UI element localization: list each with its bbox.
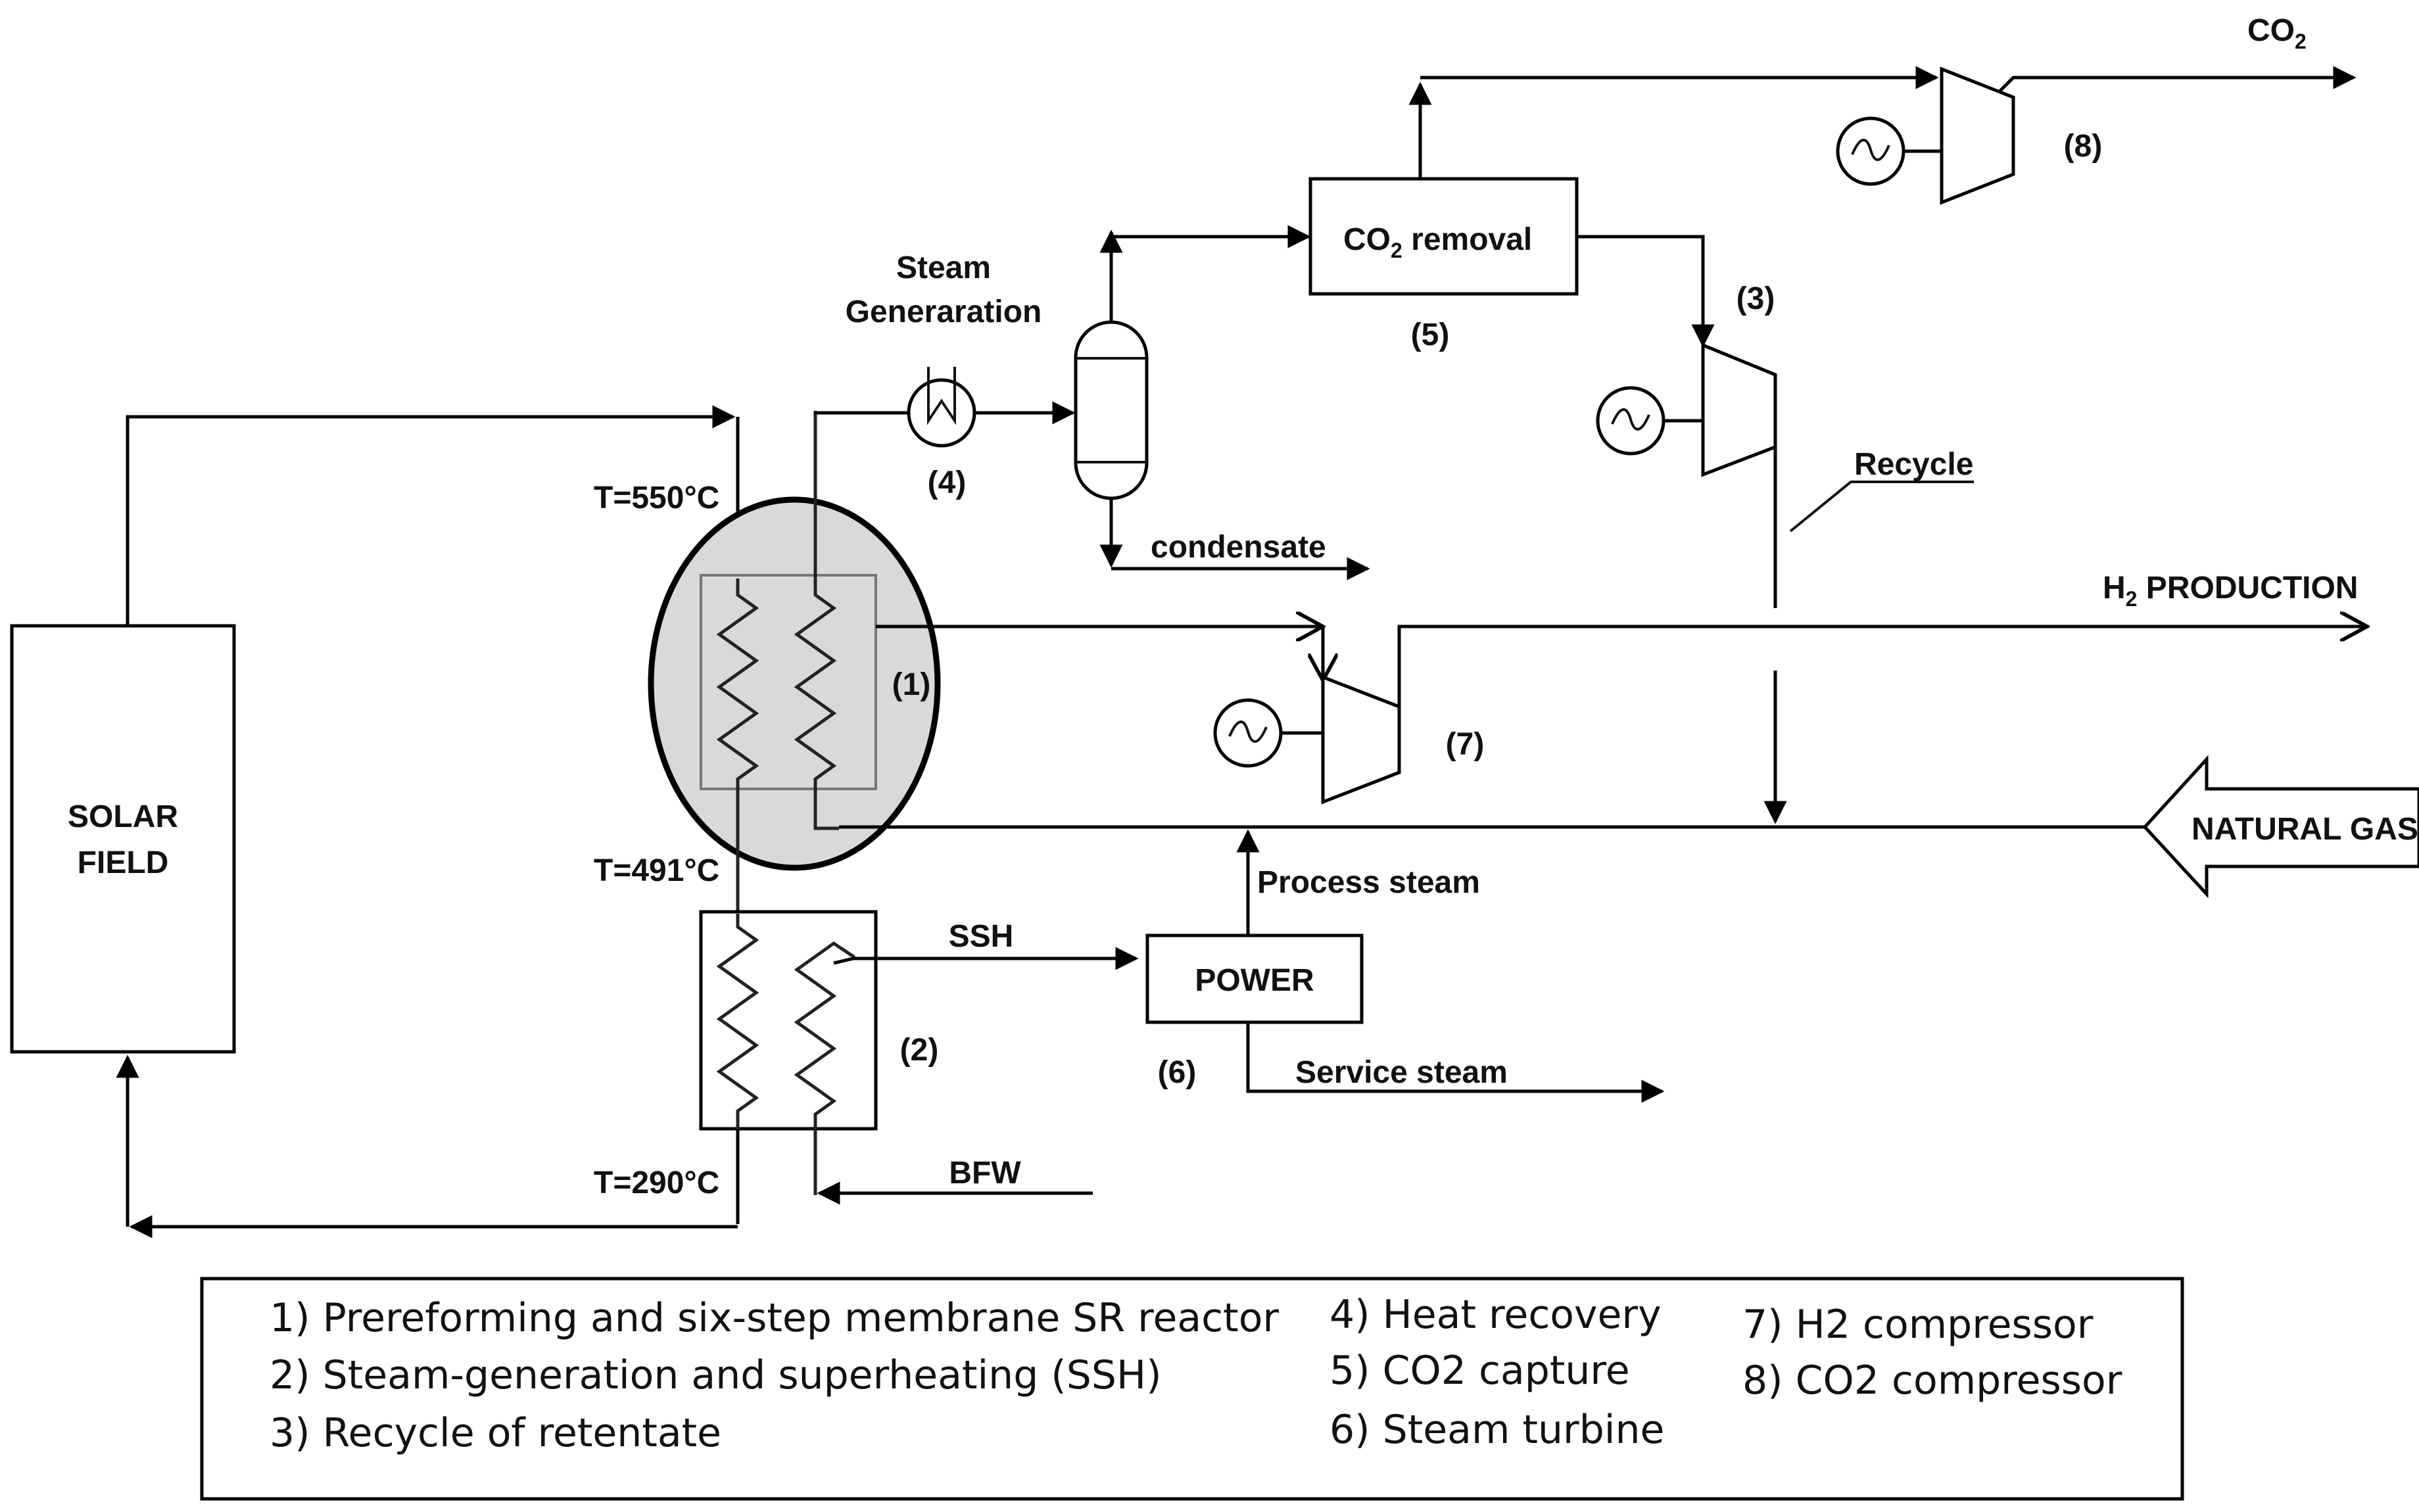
power-label: POWER	[1195, 963, 1314, 998]
reactor-process-coil	[794, 411, 839, 830]
unit-7-label: (7)	[1446, 727, 1485, 762]
temperature-491-label: T=491°C	[594, 853, 719, 888]
bfw-label: BFW	[949, 1156, 1021, 1191]
legend-item-4: 4) Heat recovery	[1329, 1292, 1662, 1338]
service-steam-label: Service steam	[1295, 1055, 1508, 1090]
solar-field-label-1: SOLAR	[68, 799, 178, 834]
legend-item-1: 1) Prereforming and six-step membrane SR…	[270, 1295, 1279, 1341]
temperature-550-label: T=550°C	[594, 481, 719, 515]
solar-field-label-2: FIELD	[78, 845, 169, 880]
legend-item-5: 5) CO2 capture	[1329, 1348, 1630, 1394]
power-unit: POWER	[1145, 933, 1364, 1024]
legend-item-6: 6) Steam turbine	[1329, 1407, 1664, 1453]
legend-item-3: 3) Recycle of retentate	[270, 1410, 721, 1456]
unit-5-label: (5)	[1411, 318, 1450, 352]
membrane-reactor: (1)	[648, 411, 941, 1129]
unit-2-label: (2)	[900, 1033, 939, 1068]
h2-production-label: H2 PRODUCTION	[2103, 571, 2358, 611]
hot-fluid-line	[126, 405, 736, 626]
reactor-hot-coil	[716, 579, 759, 1129]
co2-removal-label: CO2 removal	[1343, 222, 1532, 262]
legend-item-7: 7) H2 compressor	[1742, 1302, 2094, 1348]
unit-1-label: (1)	[892, 667, 931, 702]
ssh-line	[833, 947, 1139, 970]
process-steam-label: Process steam	[1257, 865, 1480, 900]
ssh-label: SSH	[949, 919, 1014, 954]
heat-recovery-exchanger	[907, 367, 976, 448]
co2-product-line	[1998, 66, 2357, 93]
flash-separator	[1074, 320, 1149, 500]
h2-compressor	[1213, 674, 1401, 805]
unit-4-label: (4)	[928, 465, 967, 500]
unit-8-label: (8)	[2064, 129, 2103, 164]
co2-removal-unit: CO2 removal	[1308, 177, 1579, 296]
recycle-compressor	[1596, 343, 1777, 477]
co2-product-label: CO2	[2247, 13, 2307, 53]
natural-gas-arrow: NATURAL GAS	[2142, 755, 2419, 899]
retentate-line	[1577, 235, 1715, 348]
unit-6-label: (6)	[1158, 1055, 1197, 1090]
steam-generation-label-2: Generaration	[846, 295, 1042, 329]
reactor-outlet-line	[813, 411, 909, 415]
recycle-label: Recycle	[1854, 447, 1973, 482]
unit-3-label: (3)	[1736, 281, 1775, 316]
solar-field: SOLAR FIELD	[10, 624, 236, 1054]
condensate-label: condensate	[1151, 530, 1326, 565]
legend-item-2: 2) Steam-generation and superheating (SS…	[270, 1352, 1161, 1398]
legend-box: 1) Prereforming and six-step membrane SR…	[200, 1277, 2184, 1501]
service-steam-line	[1246, 1022, 1665, 1103]
steam-generation-label-1: Steam	[896, 250, 991, 285]
co2-compressor	[1836, 66, 2015, 205]
ssh-heat-exchanger: (2)	[699, 910, 939, 1195]
legend-item-8: 8) CO2 compressor	[1742, 1358, 2122, 1404]
temperature-290-label: T=290°C	[594, 1166, 719, 1200]
recycle-leader-line	[1789, 481, 1974, 532]
natural-gas-label: NATURAL GAS	[2191, 812, 2418, 847]
h2-production-line	[1397, 626, 2367, 707]
